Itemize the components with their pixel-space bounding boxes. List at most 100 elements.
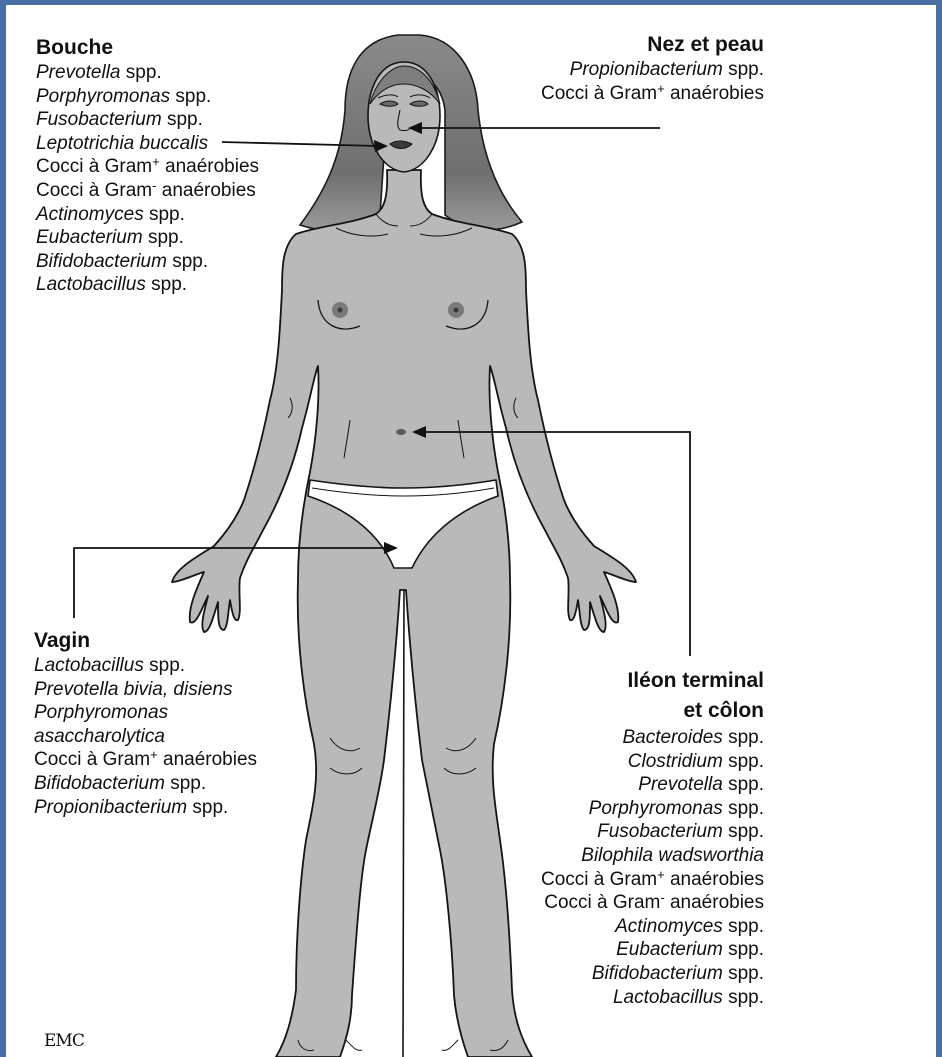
species-name: Fusobacterium: [36, 109, 162, 130]
ileon-title-line1: Iléon terminal: [541, 666, 764, 695]
species-name: Cocci à Gram: [36, 180, 152, 201]
vagin-title: Vagin: [34, 628, 257, 653]
species-name: Actinomyces: [615, 916, 723, 937]
species-name: asaccharolytica: [34, 726, 165, 747]
species-suffix: spp.: [162, 109, 203, 130]
species-name: Clostridium: [628, 751, 723, 772]
vagin-label-block: Vagin Lactobacillus spp.Prevotella bivia…: [34, 628, 257, 819]
species-name: Prevotella bivia, disiens: [34, 679, 233, 700]
species-name: Prevotella: [36, 62, 121, 83]
species-name: Fusobacterium: [597, 821, 723, 842]
species-item: Lactobacillus spp.: [36, 273, 259, 297]
species-suffix: spp.: [165, 773, 206, 794]
species-name: Lactobacillus: [613, 987, 723, 1008]
species-item: asaccharolytica: [34, 725, 257, 749]
species-name: Cocci à Gram: [34, 749, 150, 770]
species-name: Bifidobacterium: [592, 963, 723, 984]
species-name: Porphyromonas: [589, 798, 723, 819]
species-suffix: spp.: [723, 751, 764, 772]
species-item: Bacteroides spp.: [541, 726, 764, 750]
species-name: Propionibacterium: [34, 797, 187, 818]
emc-logo: EMC: [44, 1031, 84, 1051]
species-suffix: spp.: [723, 59, 764, 80]
species-name: Leptotrichia buccalis: [36, 133, 208, 154]
species-suffix: spp.: [144, 655, 185, 676]
species-item: Propionibacterium spp.: [34, 796, 257, 820]
species-suffix: anaérobies: [160, 156, 259, 177]
species-name: Cocci à Gram: [541, 83, 657, 104]
species-item: Actinomyces spp.: [541, 915, 764, 939]
species-name: Propionibacterium: [570, 59, 723, 80]
species-item: Bilophila wadsworthia: [541, 844, 764, 868]
species-item: Cocci à Gram+ anaérobies: [541, 82, 764, 106]
species-name: Cocci à Gram: [544, 892, 660, 913]
species-item: Prevotella spp.: [36, 61, 259, 85]
species-item: Eubacterium spp.: [36, 226, 259, 250]
species-suffix: spp.: [723, 774, 764, 795]
species-item: Fusobacterium spp.: [541, 820, 764, 844]
species-name: Bifidobacterium: [36, 251, 167, 272]
species-item: Actinomyces spp.: [36, 203, 259, 227]
species-suffix: spp.: [723, 821, 764, 842]
species-suffix: anaérobies: [158, 749, 257, 770]
species-name: Actinomyces: [36, 204, 144, 225]
ileon-species-list: Bacteroides spp.Clostridium spp.Prevotel…: [541, 726, 764, 1009]
species-name: Prevotella: [638, 774, 723, 795]
species-suffix: spp.: [143, 227, 184, 248]
bouche-label-block: Bouche Prevotella spp.Porphyromonas spp.…: [36, 35, 259, 297]
nez-title: Nez et peau: [541, 32, 764, 57]
species-item: Porphyromonas: [34, 701, 257, 725]
species-name: Eubacterium: [616, 939, 723, 960]
species-item: Cocci à Gram+ anaérobies: [36, 155, 259, 179]
nez-species-list: Propionibacterium spp.Cocci à Gram+ anaé…: [541, 58, 764, 105]
species-item: Propionibacterium spp.: [541, 58, 764, 82]
species-item: Eubacterium spp.: [541, 938, 764, 962]
species-item: Prevotella bivia, disiens: [34, 678, 257, 702]
ileon-label-block: Iléon terminal et côlon Bacteroides spp.…: [541, 666, 764, 1009]
species-name: Cocci à Gram: [541, 869, 657, 890]
species-suffix: spp.: [121, 62, 162, 83]
gram-sign: +: [657, 867, 665, 882]
species-suffix: spp.: [723, 963, 764, 984]
bouche-title: Bouche: [36, 35, 259, 60]
species-item: Lactobacillus spp.: [34, 654, 257, 678]
species-item: Porphyromonas spp.: [36, 85, 259, 109]
species-name: Cocci à Gram: [36, 156, 152, 177]
species-name: Lactobacillus: [36, 274, 146, 295]
nez-label-block: Nez et peau Propionibacterium spp.Cocci …: [541, 32, 764, 105]
species-item: Cocci à Gram+ anaérobies: [541, 868, 764, 892]
species-suffix: spp.: [167, 251, 208, 272]
species-suffix: spp.: [723, 916, 764, 937]
gram-sign: +: [150, 747, 158, 762]
species-suffix: spp.: [144, 204, 185, 225]
vagin-species-list: Lactobacillus spp.Prevotella bivia, disi…: [34, 654, 257, 819]
navel: [396, 429, 406, 435]
species-suffix: anaérobies: [665, 83, 764, 104]
species-item: Lactobacillus spp.: [541, 986, 764, 1010]
species-suffix: spp.: [170, 86, 211, 107]
species-item: Fusobacterium spp.: [36, 108, 259, 132]
ileon-title-line2: et côlon: [541, 696, 764, 725]
species-name: Porphyromonas: [34, 702, 168, 723]
species-name: Bacteroides: [622, 727, 722, 748]
species-item: Bifidobacterium spp.: [34, 772, 257, 796]
species-suffix: spp.: [723, 939, 764, 960]
gram-sign: +: [657, 81, 665, 96]
species-item: Leptotrichia buccalis: [36, 132, 259, 156]
species-suffix: spp.: [723, 798, 764, 819]
species-suffix: spp.: [723, 987, 764, 1008]
species-suffix: spp.: [146, 274, 187, 295]
species-item: Cocci à Gram- anaérobies: [541, 891, 764, 915]
species-item: Porphyromonas spp.: [541, 797, 764, 821]
species-suffix: spp.: [187, 797, 228, 818]
species-item: Cocci à Gram- anaérobies: [36, 179, 259, 203]
species-name: Bifidobacterium: [34, 773, 165, 794]
species-suffix: anaérobies: [156, 180, 255, 201]
species-suffix: anaérobies: [665, 892, 764, 913]
species-item: Clostridium spp.: [541, 750, 764, 774]
species-name: Bilophila wadsworthia: [581, 845, 764, 866]
species-suffix: spp.: [723, 727, 764, 748]
species-name: Eubacterium: [36, 227, 143, 248]
species-item: Bifidobacterium spp.: [541, 962, 764, 986]
species-item: Cocci à Gram+ anaérobies: [34, 748, 257, 772]
